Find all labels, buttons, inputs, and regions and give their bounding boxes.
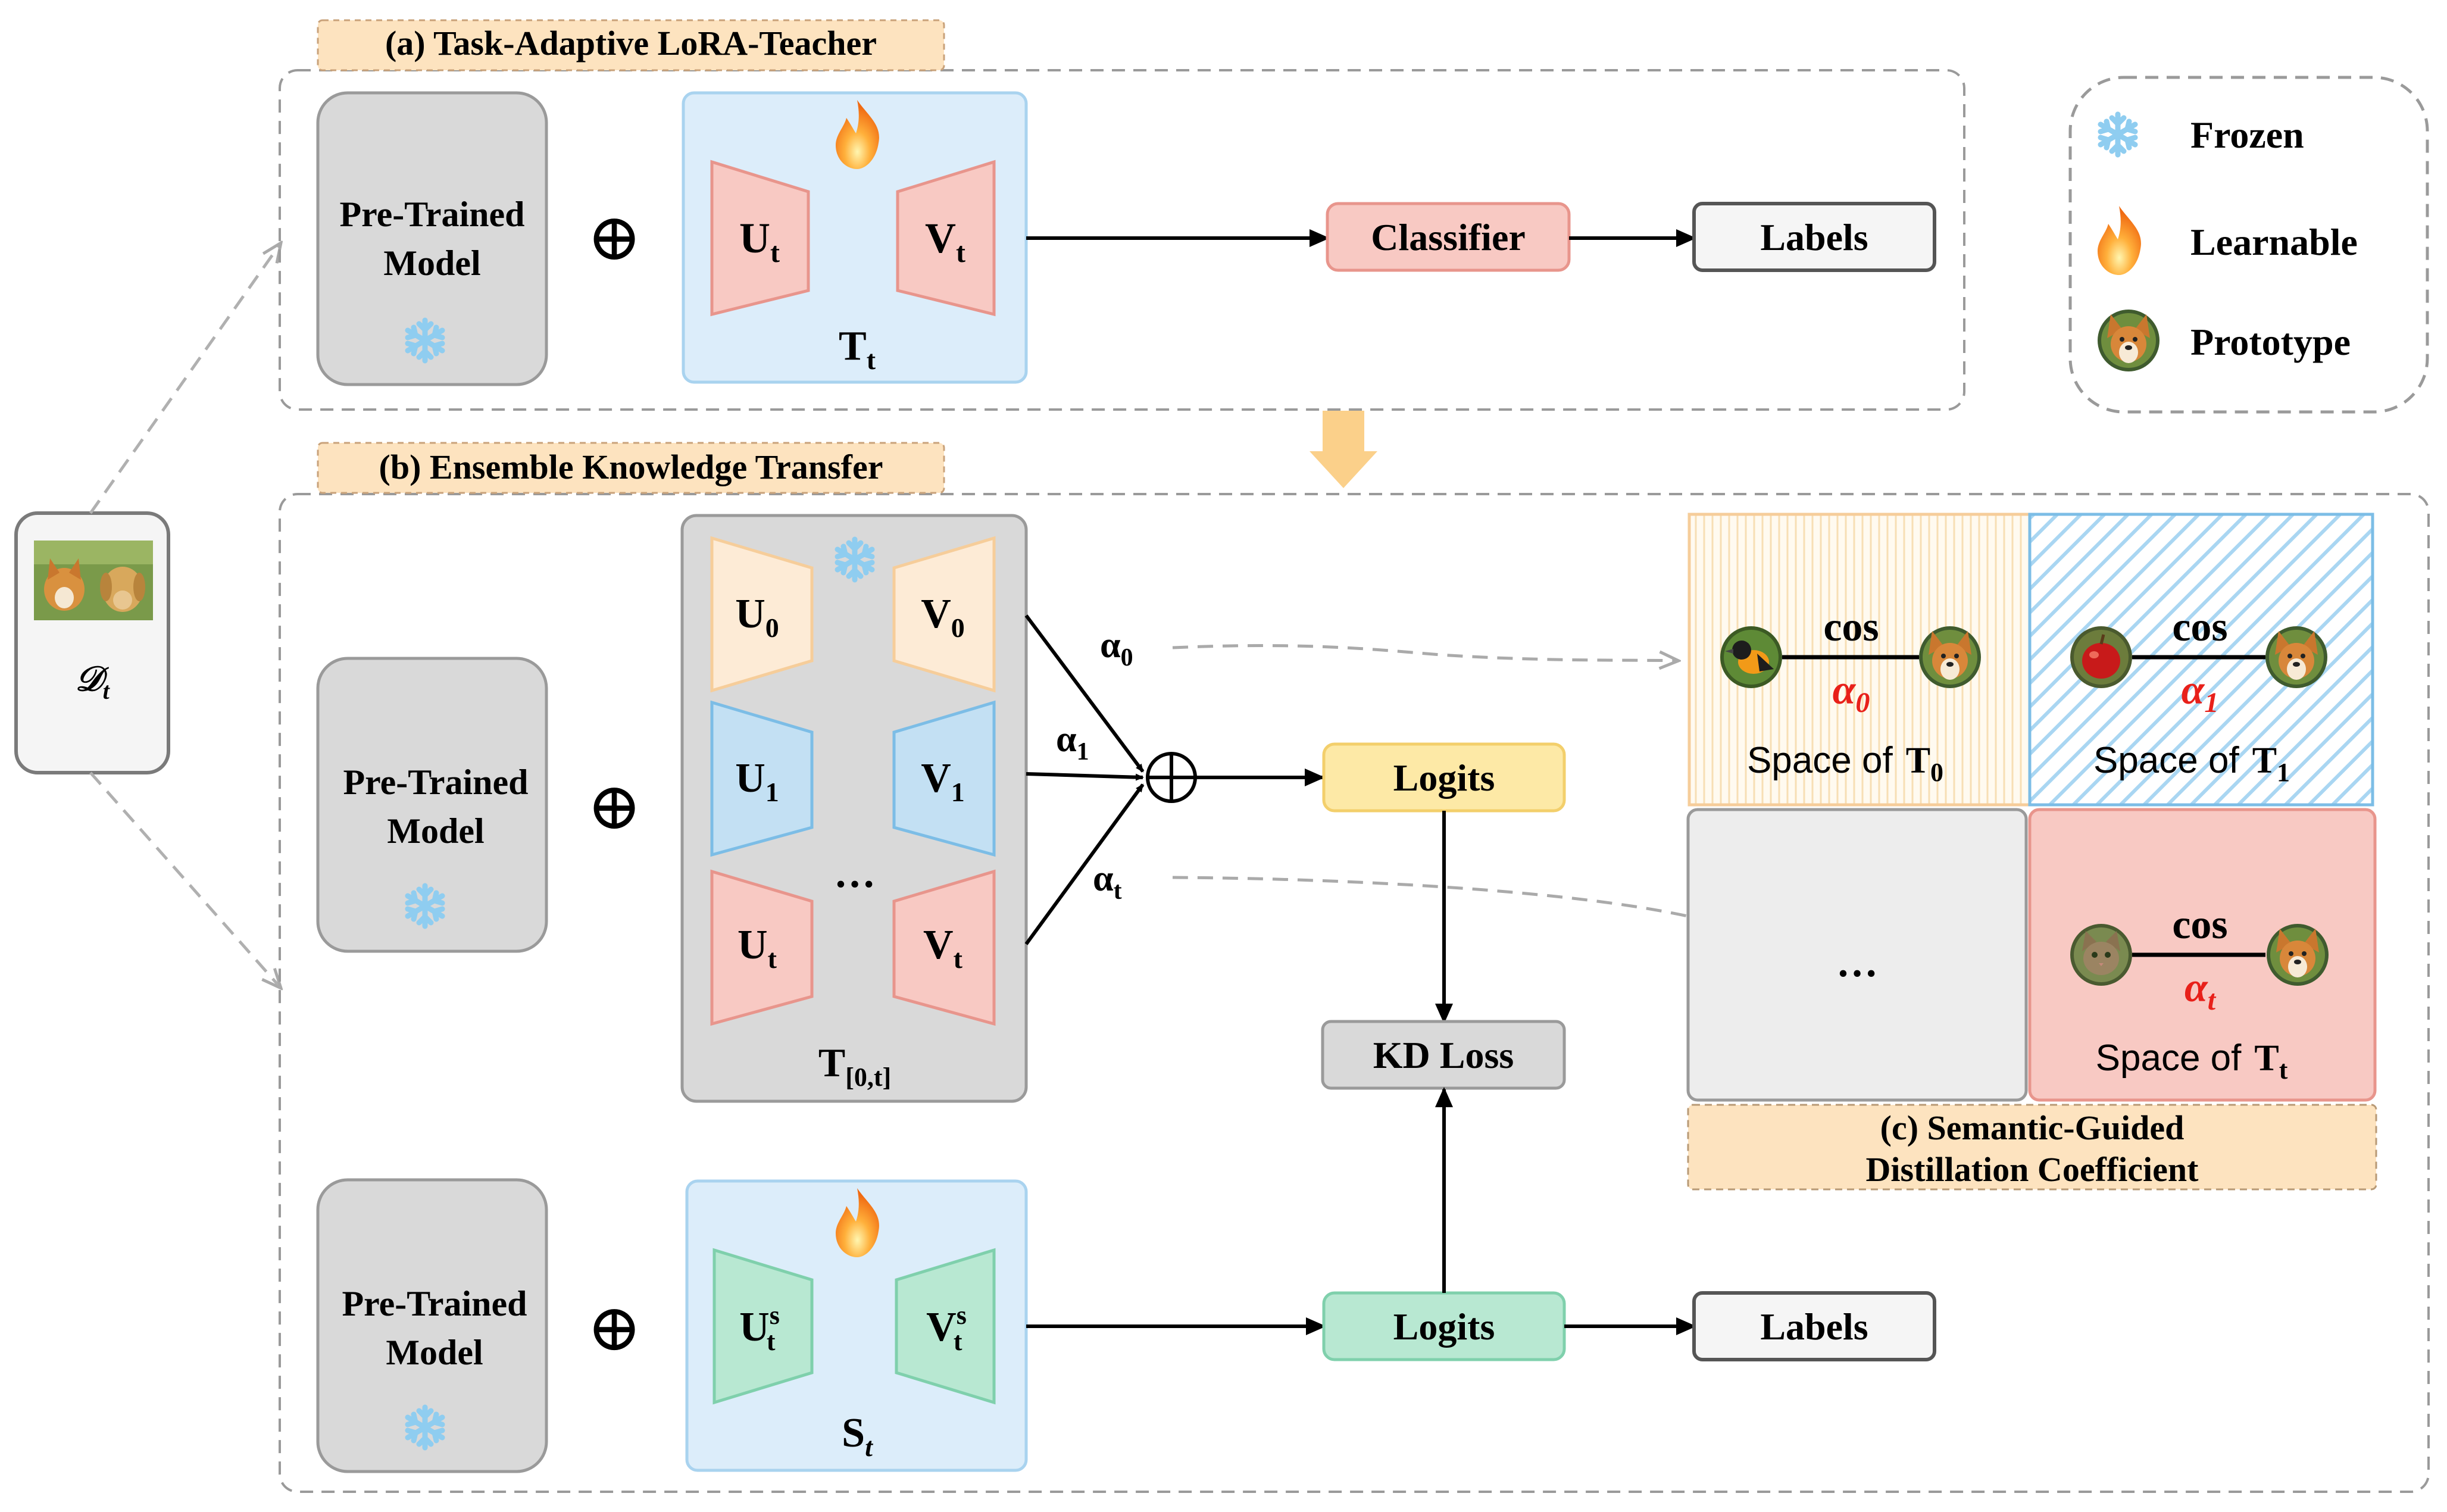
dog-photos [34, 541, 153, 620]
cos-label: cos [1823, 604, 1879, 650]
label-Vt: Vt [925, 214, 965, 268]
label-V0: V0 [921, 591, 965, 643]
alphat-label: αt [1093, 858, 1122, 905]
legend-prototype-label: Prototype [2190, 321, 2351, 363]
labels-label-a: Labels [1760, 216, 1868, 258]
label-Tt: Tt [839, 323, 876, 375]
dataset-label: 𝒟t [75, 660, 110, 704]
legend-frozen-label: Frozen [2190, 114, 2304, 156]
adapter-Vs [895, 1248, 996, 1405]
cos-label: cos [2172, 902, 2227, 948]
lora-teacher-a: Ut Vt Tt [682, 91, 1028, 384]
label-T-range: T[0,t] [818, 1040, 891, 1092]
adapter-V0 [892, 536, 996, 693]
section-b: (b) Ensemble Knowledge Transfer Pre-Trai… [279, 442, 2430, 1493]
student-logits-box: Logits [1322, 1291, 1566, 1361]
section-b-title: (b) Ensemble Knowledge Transfer [379, 448, 883, 486]
prototype-cat-icon [2070, 924, 2132, 986]
adapter-V [896, 160, 996, 317]
label-V1: V1 [921, 755, 965, 807]
space-ellipsis-label: … [1836, 940, 1878, 986]
prototype-corgi-icon [2265, 626, 2327, 688]
section-a: (a) Task-Adaptive LoRA-Teacher Pre-Train… [279, 19, 1965, 411]
student-logits-label: Logits [1393, 1305, 1495, 1348]
adapter-V1 [892, 700, 996, 857]
pretrained-model-a: Pre-Trained Model [316, 91, 548, 386]
alpha0-label: α0 [1100, 625, 1133, 671]
label-U0: U0 [735, 591, 779, 643]
classifier-box: Classifier [1326, 202, 1571, 272]
pretrained-label-line2: Model [387, 811, 484, 851]
pretrained-label-line1: Pre-Trained [343, 763, 528, 802]
teacher-logits-label: Logits [1393, 757, 1495, 799]
label-U1: U1 [735, 755, 779, 807]
prototype-corgi-icon [2267, 924, 2329, 986]
pretrained-label-line2: Model [383, 243, 480, 283]
labels-label-b: Labels [1760, 1305, 1868, 1348]
label-Vt: Vt [923, 922, 963, 974]
prototype-corgi-icon [1919, 626, 1981, 688]
sum-node [1146, 752, 1197, 803]
adapter-U [710, 160, 810, 317]
labels-box-b: Labels [1692, 1291, 1936, 1361]
label-Ut: Ut [737, 922, 777, 974]
dataset-card: 𝒟t [14, 511, 170, 774]
space-ellipsis: … [1686, 808, 2028, 1102]
pretrained-label-line1: Pre-Trained [342, 1284, 527, 1323]
labels-box-a: Labels [1692, 202, 1936, 272]
section-c-title-line1: (c) Semantic-Guided [1880, 1108, 2185, 1147]
aggregation-lines [1024, 614, 1145, 945]
dataset-connectors [89, 243, 281, 988]
pretrained-label-line1: Pre-Trained [339, 195, 524, 234]
adapter-Vt [892, 869, 996, 1026]
pretrained-label-line2: Model [386, 1333, 483, 1372]
kd-loss-box: KD Loss [1321, 1020, 1566, 1090]
space-alpha1: α1 [2182, 667, 2219, 718]
space-alphat: αt [2185, 965, 2217, 1016]
plus-icon: ⊕ [587, 201, 642, 274]
teacher-logits-box: Logits [1322, 742, 1566, 813]
section-c-label: (c) Semantic-Guided Distillation Coeffic… [1687, 1104, 2377, 1191]
section-c-title-line2: Distillation Coefficient [1866, 1150, 2199, 1189]
adapter-U0 [710, 536, 814, 693]
legend-prototype-icon [2098, 310, 2160, 371]
label-Ut: Ut [739, 214, 780, 268]
prototype-bird-icon [1720, 626, 1782, 688]
lora-teacher-stack: U0 V0 U1 V1 … Ut Vt T[0,t] [680, 514, 1028, 1103]
adapter-ellipsis: … [834, 851, 876, 896]
legend-learnable-label: Learnable [2190, 221, 2358, 263]
legend: Frozen Learnable Prototype [2068, 76, 2429, 414]
classifier-label: Classifier [1371, 216, 1526, 258]
alpha1-label: α1 [1056, 719, 1089, 766]
cos-label: cos [2172, 604, 2227, 650]
section-a-title: (a) Task-Adaptive LoRA-Teacher [385, 24, 877, 63]
pretrained-model-student: Pre-Trained Model [316, 1178, 548, 1473]
prototype-apple-icon [2070, 626, 2132, 688]
transfer-arrow [1310, 411, 1377, 488]
plus-icon: ⊕ [587, 1292, 642, 1364]
adapter-U1 [710, 700, 814, 857]
plus-icon: ⊕ [587, 770, 642, 843]
kd-loss-label: KD Loss [1373, 1034, 1514, 1076]
adapter-Us [712, 1248, 814, 1405]
pretrained-model-teacher: Pre-Trained Model [316, 657, 548, 953]
adapter-Ut [710, 869, 814, 1026]
label-St: St [842, 1410, 873, 1462]
space-alpha0: α0 [1833, 667, 1870, 718]
